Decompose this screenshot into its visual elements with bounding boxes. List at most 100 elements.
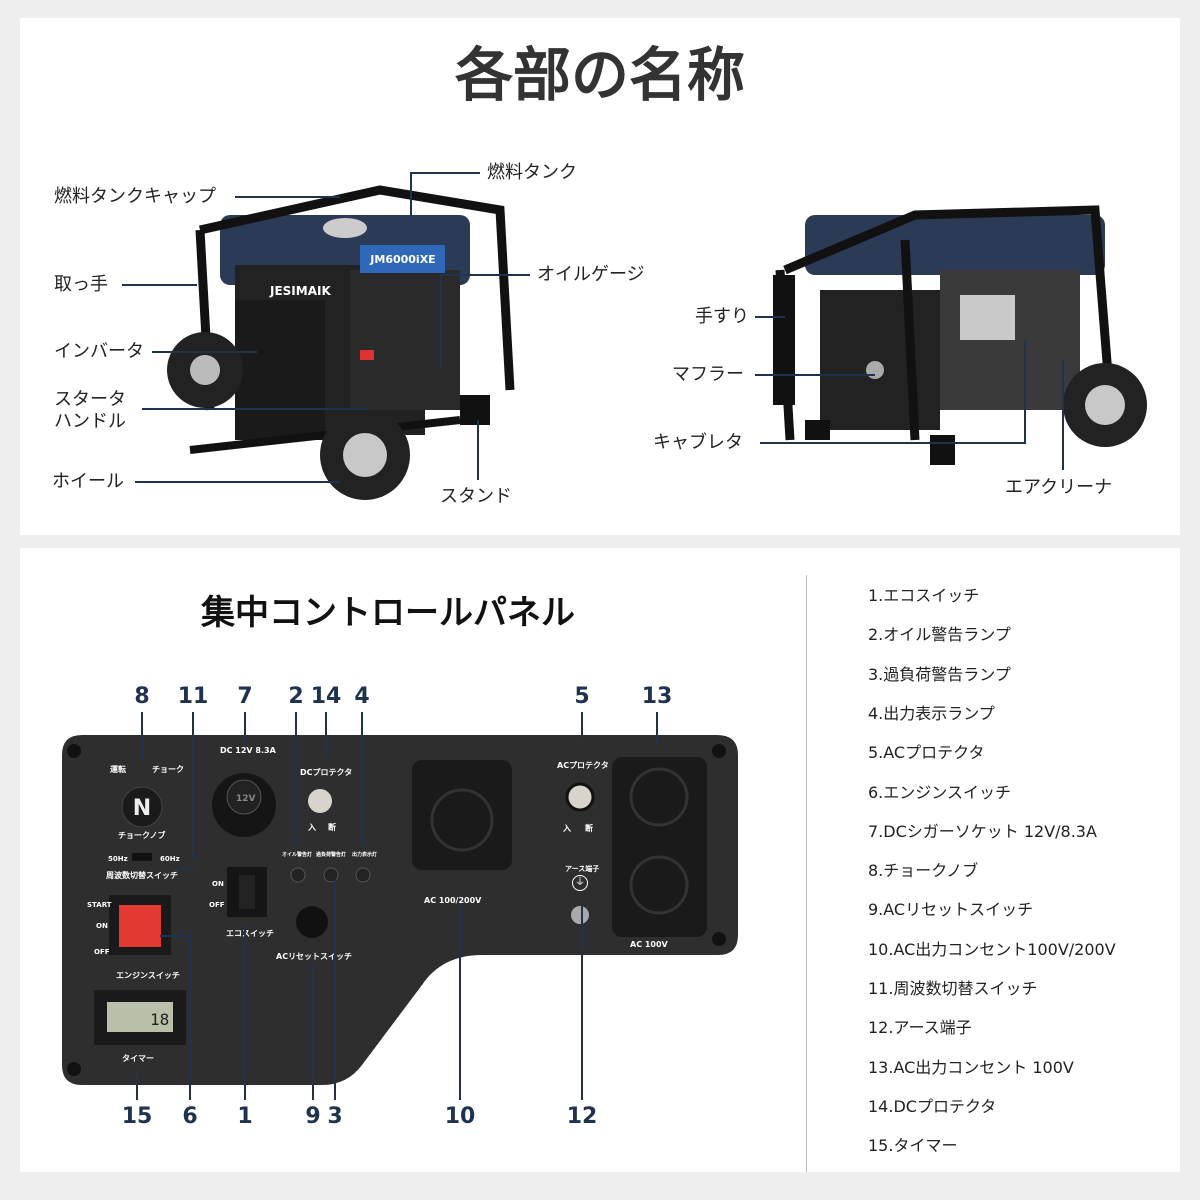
overload-lamp-label: 過負荷警告灯 (316, 852, 347, 858)
dc-socket-label: DC 12V 8.3A (220, 746, 276, 755)
list-item: 4.出力表示ランプ (868, 703, 995, 723)
timer-label: タイマー (122, 1054, 154, 1063)
list-item: 6.エンジンスイッチ (868, 782, 1011, 802)
ac-protector-label: ACプロテクタ (557, 761, 609, 770)
callout-line (325, 712, 327, 758)
callout-line (122, 284, 197, 286)
brand-label: JESIMAIK (269, 284, 331, 298)
list-item: 3.過負荷警告ランプ (868, 664, 1011, 684)
run-label: 運転 (110, 765, 126, 774)
start-label: START (87, 901, 112, 909)
label-rail: 手すり (695, 306, 749, 327)
list-item: 1.エコスイッチ (868, 586, 980, 605)
control-panel-plate: N (62, 735, 738, 1085)
choke-knob-label: チョークノブ (118, 831, 166, 840)
eco-on-label: ON (212, 880, 224, 888)
label-inverter: インバータ (54, 341, 144, 362)
callout-line (755, 316, 785, 318)
generator-front-image: JM6000iXE JESIMAIK (167, 185, 515, 500)
label-wheel: ホイール (52, 471, 124, 492)
section-title: 各部の名称 (454, 41, 745, 109)
hz60-label: 60Hz (160, 855, 180, 863)
ac-100-label: AC 100V (630, 940, 668, 949)
ac-reset-label: ACリセットスイッチ (276, 952, 353, 961)
callout-line (459, 905, 461, 1100)
label-starter-2: ハンドル (54, 411, 126, 432)
choke-label: チョーク (152, 765, 184, 774)
list-item: 2.オイル警告ランプ (868, 625, 1011, 645)
callout-number: 2 (288, 684, 304, 709)
callout-line (440, 274, 442, 369)
list-item: 12.アース端子 (868, 1018, 972, 1038)
callout-line (192, 712, 194, 860)
list-item: 8.チョークノブ (868, 861, 979, 881)
label-handle: 取っ手 (54, 274, 108, 295)
callout-line (477, 420, 479, 480)
callout-line (440, 274, 530, 276)
section-title: 集中コントロールパネル (201, 593, 575, 633)
callout-line (755, 374, 875, 376)
callout-line (581, 905, 583, 1100)
callout-number: 4 (354, 684, 370, 709)
ground-icon: ⏚ (572, 875, 588, 891)
callout-number: 8 (134, 684, 150, 709)
callout-line (410, 172, 480, 174)
callout-line (312, 965, 314, 1100)
callout-line (295, 712, 297, 845)
generator-rear-image (773, 205, 1147, 465)
callout-number: 11 (177, 684, 209, 709)
callout-line (334, 880, 336, 1100)
timer-display: 18 (150, 1010, 170, 1029)
label-muffler: マフラー (672, 364, 744, 385)
list-item: 13.AC出力コンセント 100V (868, 1057, 1074, 1077)
label-fuel-tank: 燃料タンク (487, 162, 577, 183)
callout-number: 6 (182, 1104, 198, 1129)
callout-number: 1 (237, 1104, 253, 1129)
dc-protector-label: DCプロテクタ (300, 768, 353, 777)
callout-number: 9 (305, 1104, 321, 1129)
dc-in-label: 入 (308, 823, 316, 832)
callout-line (189, 935, 191, 1100)
ac-in-label: 入 (563, 824, 571, 833)
callout-line (160, 935, 191, 937)
divider (806, 575, 807, 1172)
callout-line (141, 712, 143, 760)
eco-off-label: OFF (209, 901, 225, 909)
eco-switch-label: エコスイッチ (226, 929, 274, 938)
label-stand: スタンド (440, 486, 512, 507)
callout-number: 5 (574, 684, 590, 709)
oil-lamp-label: オイル警告灯 (282, 852, 313, 858)
callout-number: 12 (566, 1104, 598, 1129)
list-item: 10.AC出力コンセント100V/200V (868, 939, 1116, 959)
frequency-switch-label: 周波数切替スイッチ (106, 871, 178, 880)
label-fuel-cap: 燃料タンクキャップ (54, 186, 216, 207)
callout-line (135, 481, 340, 483)
callout-number: 14 (310, 684, 342, 709)
list-item: 5.ACプロテクタ (868, 743, 985, 763)
list-item: 11.周波数切替スイッチ (868, 979, 1038, 998)
callout-number: 10 (444, 1104, 476, 1129)
callout-number: 15 (121, 1104, 153, 1129)
callout-line (1062, 360, 1064, 470)
callout-line (176, 868, 194, 870)
callout-line (235, 196, 340, 198)
on-label: ON (96, 922, 108, 930)
dc-cut-label: 断 (328, 823, 336, 832)
callout-number: 3 (327, 1104, 343, 1129)
callout-line (656, 712, 658, 745)
callout-number: 7 (237, 684, 253, 709)
callout-line (152, 351, 257, 353)
off-label: OFF (94, 948, 110, 956)
hz50-label: 50Hz (108, 855, 128, 863)
label-carburetor: キャブレタ (653, 432, 743, 453)
callout-line (1024, 340, 1026, 444)
ac-100-200-label: AC 100/200V (424, 896, 482, 905)
callout-line (760, 442, 1025, 444)
ac-cut-label: 断 (585, 824, 593, 833)
list-item: 9.ACリセットスイッチ (868, 900, 1034, 920)
callout-line (244, 712, 246, 745)
model-label: JM6000iXE (369, 253, 435, 266)
callout-line (136, 1070, 138, 1100)
svg-text:N: N (133, 796, 151, 821)
callout-line (142, 408, 367, 410)
